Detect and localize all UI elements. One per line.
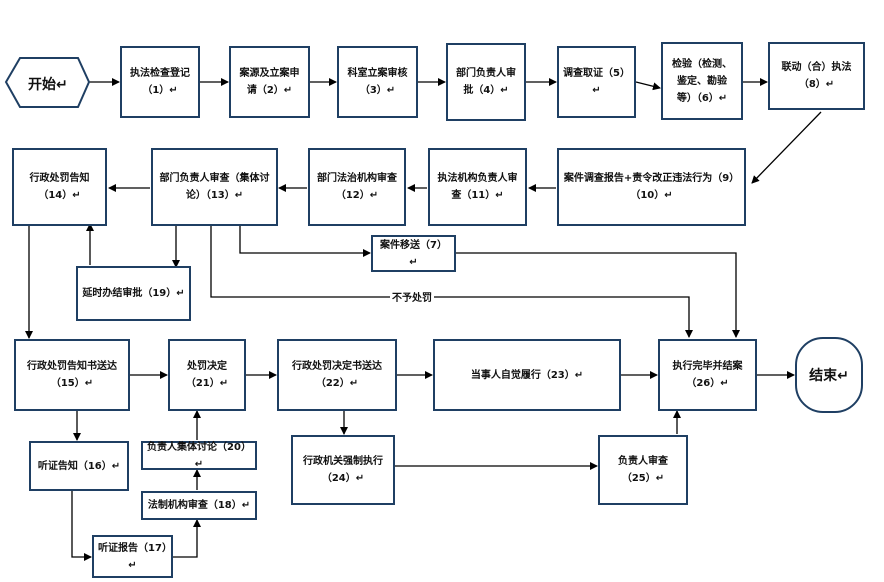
- start-label: 开始↵: [28, 77, 68, 93]
- arrow-s8-s9: [751, 111, 822, 184]
- step-11: 执法机构负责人审 查（11）↵: [428, 148, 527, 226]
- step-7: 案件移送（7）↵: [371, 235, 456, 272]
- step-17: 听证报告（17）↵: [92, 535, 173, 578]
- step-4: 部门负责人审 批（4）↵: [446, 43, 526, 121]
- step-12: 部门法治机构审查 （12）↵: [308, 148, 406, 226]
- arrow-s13-s26-no-penalty: [210, 226, 693, 338]
- arrow-s17-s18: [173, 519, 201, 558]
- no-penalty-label: 不予处罚: [390, 289, 434, 304]
- step-20: 负责人集体讨论（20）↵: [141, 441, 257, 470]
- arrow-s7-s26: [456, 252, 740, 338]
- arrow-s5-s6: [635, 81, 661, 91]
- step-19: 延时办结审批（19）↵: [76, 266, 191, 321]
- start-shape: [4, 57, 91, 108]
- step-5: 调查取证（5）↵: [557, 46, 636, 118]
- step-6: 检验（检测、 鉴定、勘验 等）（6）↵: [661, 42, 743, 120]
- step-16: 听证告知（16）↵: [29, 441, 129, 491]
- step-25: 负责人审查（25）↵: [598, 435, 688, 505]
- step-8: 联动（合）执法（8）↵: [768, 42, 865, 110]
- end-terminal: 结束↵: [795, 337, 863, 413]
- step-15: 行政处罚告知书送达 （15）↵: [14, 339, 130, 411]
- step-21: 处罚决定 （21）↵: [168, 339, 246, 411]
- step-1: 执法检查登记 （1）↵: [120, 46, 200, 118]
- step-9-10: 案件调查报告+责令改正违法行为（9） （10）↵: [557, 148, 746, 226]
- step-26: 执行完毕并结案 （26）↵: [658, 339, 757, 411]
- step-3: 科室立案审核 （3）↵: [337, 46, 418, 118]
- step-13: 部门负责人审查（集体讨 论）（13）↵: [151, 148, 278, 226]
- arrow-s13-s7: [239, 226, 371, 257]
- step-2: 案源及立案申 请（2）↵: [229, 46, 310, 118]
- step-23: 当事人自觉履行（23）↵: [433, 339, 621, 411]
- step-14: 行政处罚告知 （14）↵: [12, 148, 107, 226]
- step-18: 法制机构审查（18）↵: [141, 491, 257, 520]
- arrow-s16-s17: [71, 490, 92, 561]
- step-24: 行政机关强制执行 （24）↵: [291, 435, 395, 505]
- step-22: 行政处罚决定书送达 （22）↵: [277, 339, 397, 411]
